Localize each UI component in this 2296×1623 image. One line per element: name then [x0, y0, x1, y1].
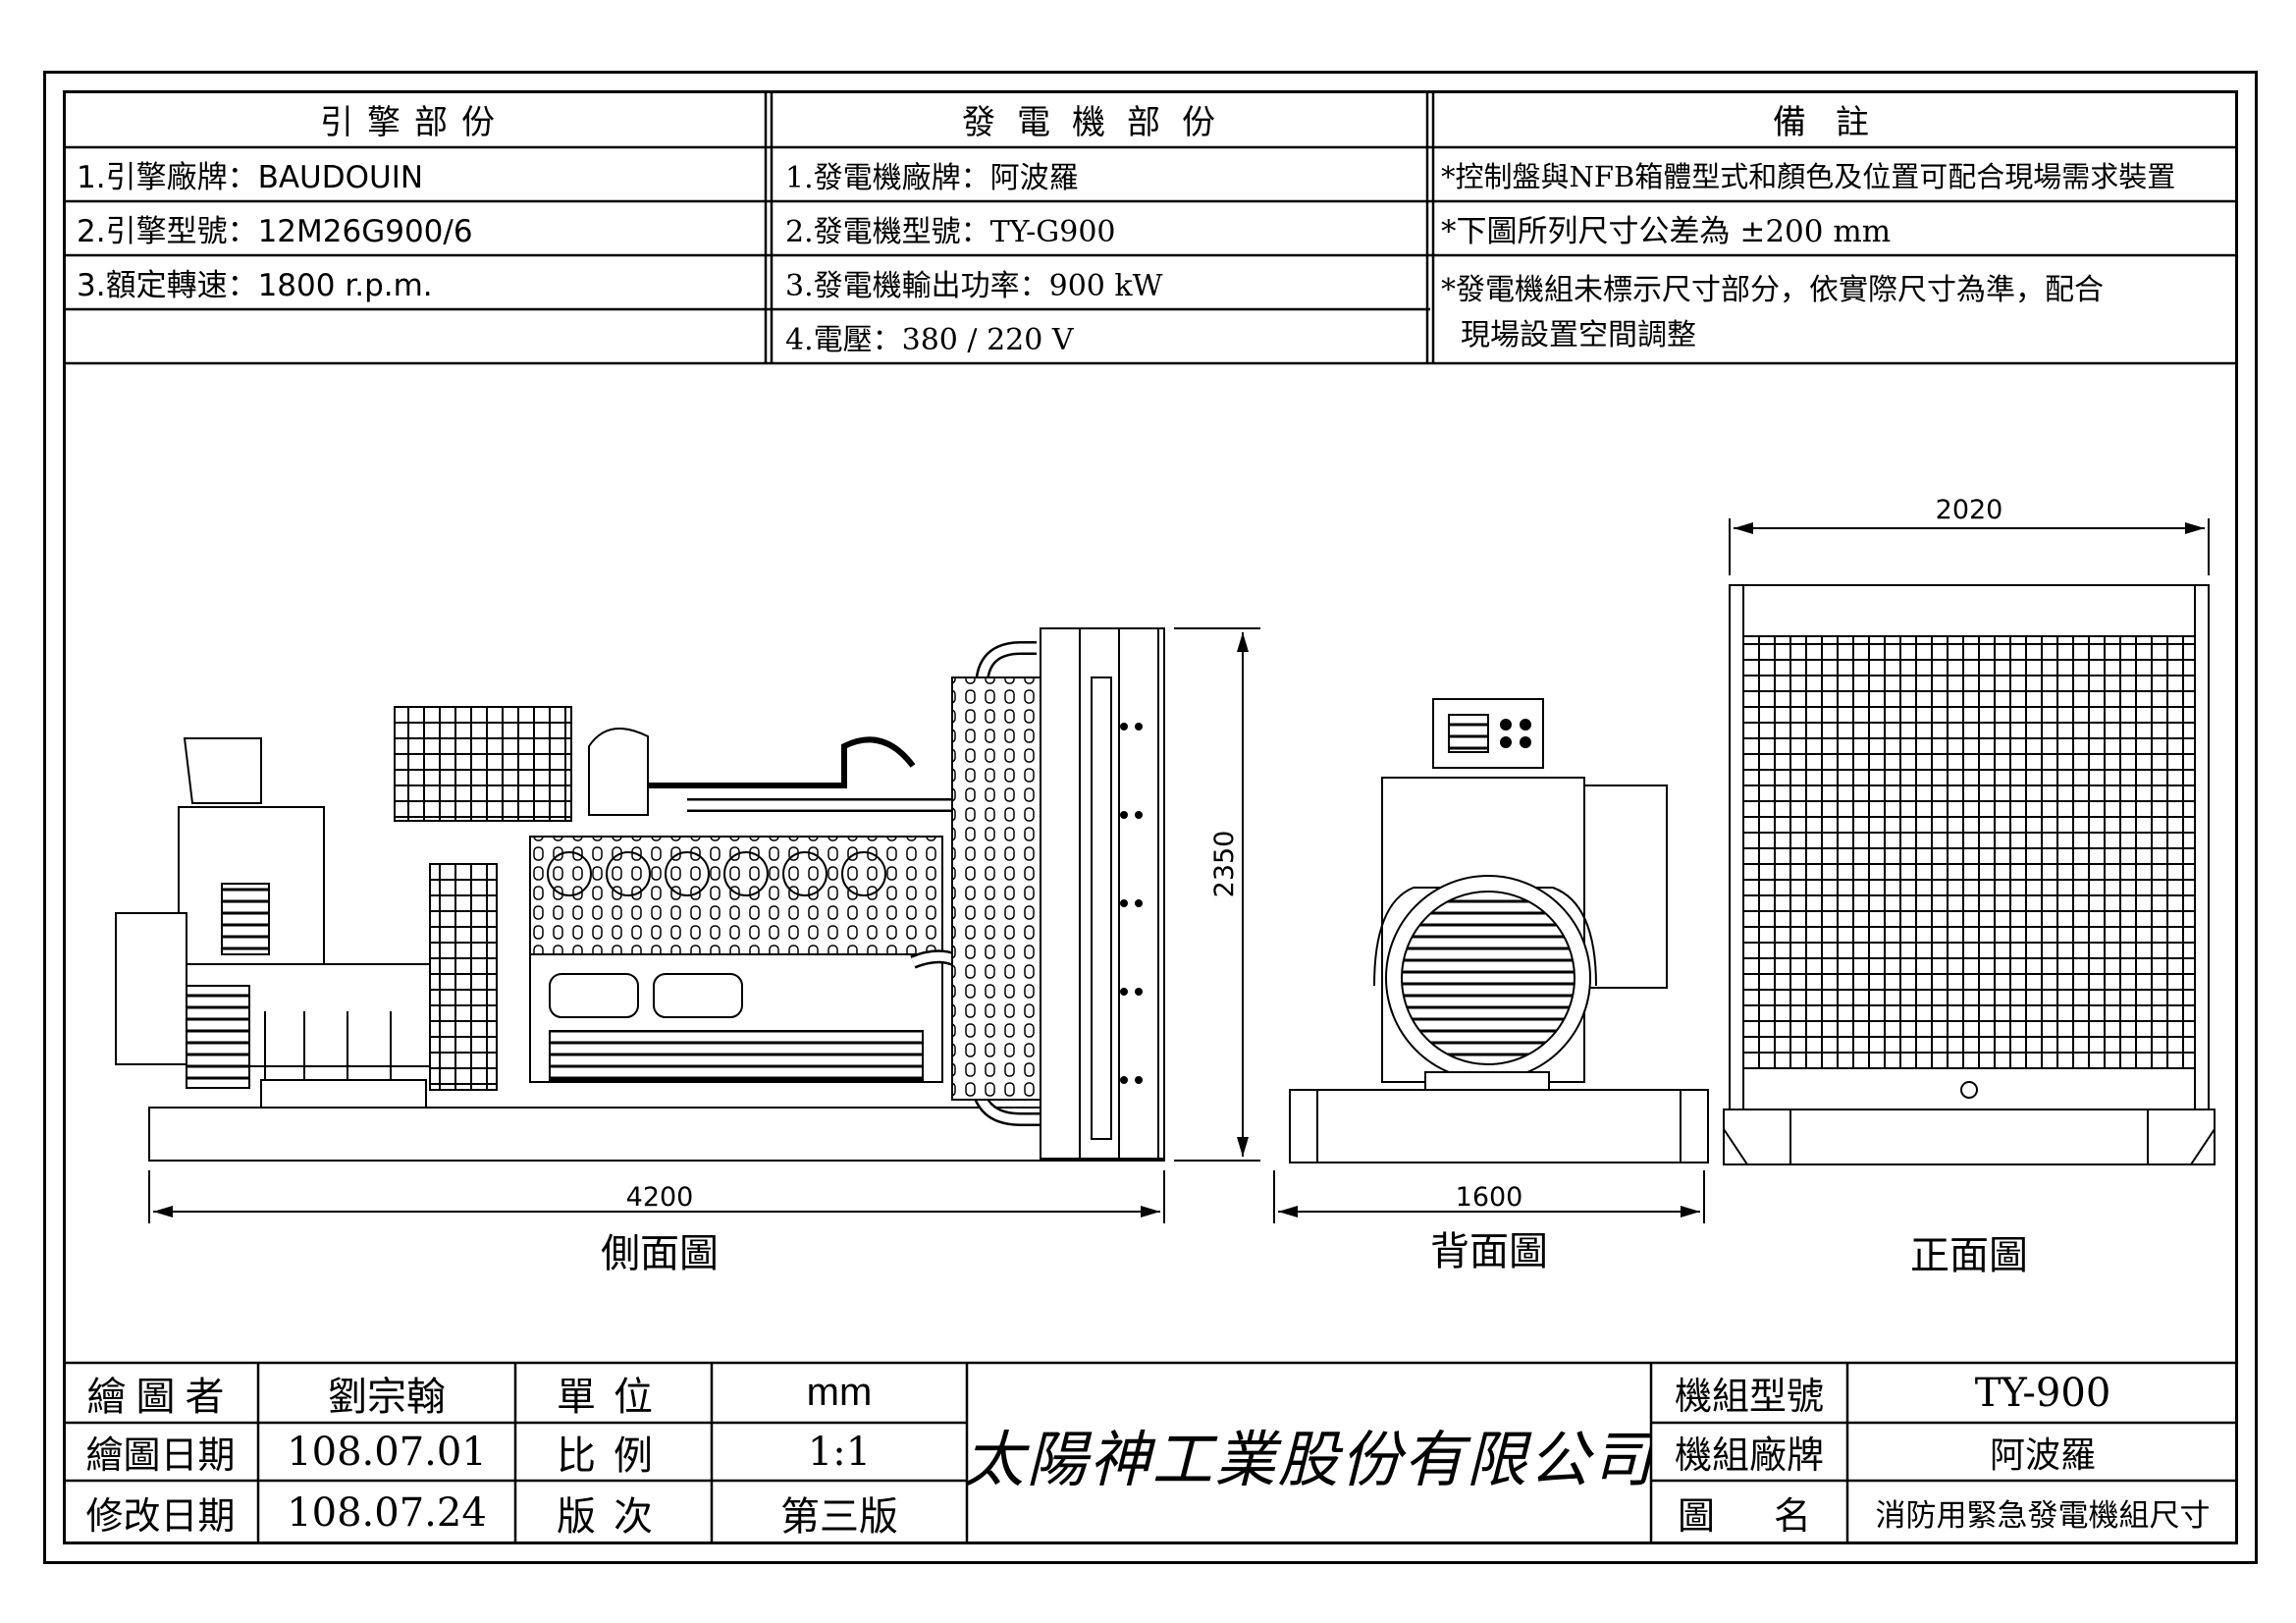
- side-view-label: 側面圖: [601, 1231, 719, 1276]
- drawing-name-label: 圖名: [1678, 1494, 1811, 1538]
- side-dimensions: [148, 627, 1260, 1223]
- side-length-dimension: 4200: [626, 1182, 694, 1213]
- front-view-label: 正面圖: [1910, 1233, 2028, 1278]
- remarks-section-title: 備註: [1773, 102, 1898, 142]
- front-base-skid: [1723, 1109, 2216, 1165]
- remark-line-2: *下圖所列尺寸公差為 ±200 mm: [1441, 214, 1892, 249]
- scale-value: 1:1: [807, 1429, 872, 1475]
- revise-date-value: 108.07.24: [287, 1489, 487, 1536]
- version-value: 第三版: [780, 1493, 898, 1540]
- draw-date-value: 108.07.01: [287, 1429, 487, 1475]
- front-radiator-core: [1742, 635, 2196, 1069]
- generator-power: 3.發電機輸出功率：900 kW: [785, 268, 1163, 303]
- back-view-label: 背面圖: [1430, 1229, 1548, 1274]
- inner-border: [63, 90, 2238, 1544]
- drawn-by-value: 劉宗翰: [328, 1374, 446, 1420]
- set-brand-value: 阿波羅: [1989, 1434, 2096, 1476]
- back-base-skid: [1289, 1089, 1709, 1163]
- back-width-dimension: 1600: [1456, 1182, 1523, 1213]
- set-model-label: 機組型號: [1674, 1375, 1824, 1418]
- unit-value: mm: [806, 1371, 873, 1414]
- drawn-by-label: 繪圖者: [86, 1374, 235, 1420]
- generator-model: 2.發電機型號：TY-G900: [785, 214, 1116, 249]
- engine-brand: 1.引擎廠牌：BAUDOUIN: [77, 160, 424, 195]
- remark-line-1: *控制盤與NFB箱體型式和顏色及位置可配合現場需求裝置: [1441, 159, 2176, 193]
- front-width-dimension: 2020: [1936, 495, 2003, 525]
- version-label: 版次: [557, 1493, 670, 1540]
- remark-line-3a: *發電機組未標示尺寸部分，依實際尺寸為準，配合: [1441, 273, 2104, 307]
- engine-speed: 3.額定轉速：1800 r.p.m.: [77, 268, 433, 303]
- company-name: 太陽神工業股份有限公司: [967, 1423, 1651, 1495]
- back-dimensions: [1273, 1170, 1705, 1223]
- unit-label: 單位: [557, 1374, 670, 1420]
- outer-border: [43, 71, 2258, 1564]
- scale-label: 比例: [557, 1433, 670, 1479]
- front-dimensions: [1729, 518, 2210, 575]
- engine-section-title: 引擎部份: [320, 102, 508, 142]
- side-control-box: [183, 737, 262, 804]
- remark-line-3b: 現場設置空間調整: [1461, 318, 1696, 352]
- generator-voltage: 4.電壓：380 / 220 V: [785, 322, 1074, 357]
- side-height-dimension: 2350: [1209, 831, 1240, 898]
- set-model-value: TY-900: [1974, 1370, 2111, 1416]
- draw-date-label: 繪圖日期: [85, 1434, 236, 1477]
- generator-section-title: 發電機部份: [962, 102, 1237, 142]
- set-brand-label: 機組廠牌: [1674, 1434, 1824, 1477]
- back-view: [1289, 698, 1709, 1163]
- engine-model: 2.引擎型號：12M26G900/6: [77, 214, 473, 249]
- front-view: [1723, 584, 2216, 1165]
- revise-date-label: 修改日期: [85, 1494, 236, 1538]
- side-air-filter: [394, 706, 572, 822]
- side-radiator-fan-guard: [951, 676, 1041, 1101]
- generator-brand: 1.發電機廠牌：阿波羅: [785, 160, 1079, 195]
- side-view: [115, 627, 1165, 1162]
- drawing-name-value: 消防用緊急發電機組尺寸: [1875, 1498, 2211, 1534]
